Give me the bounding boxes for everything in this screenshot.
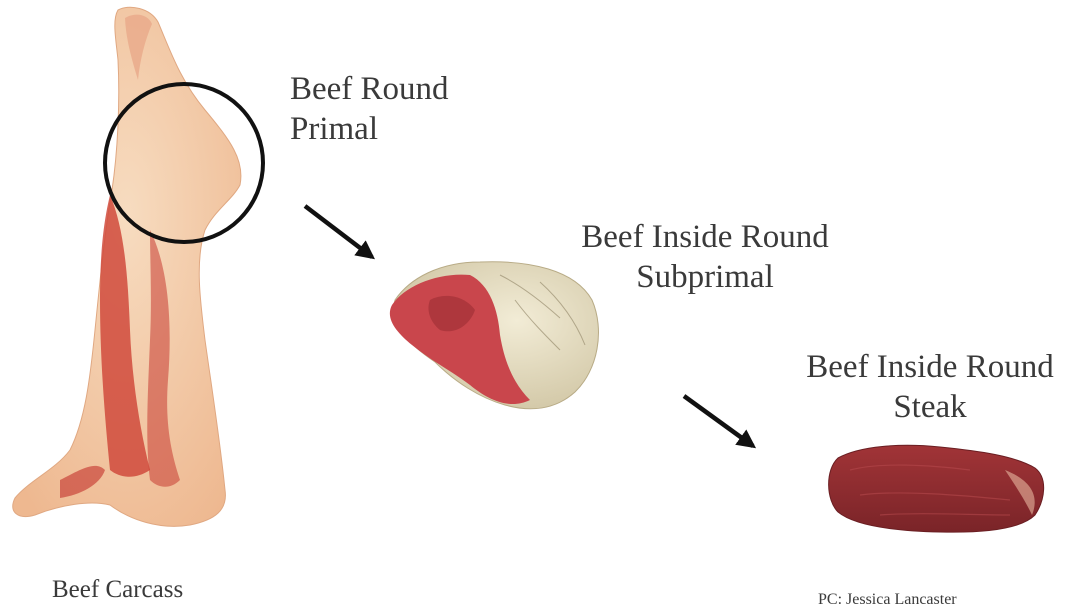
primal-label: Beef Round Primal: [290, 70, 449, 149]
photo-credit: PC: Jessica Lancaster: [818, 590, 957, 609]
subprimal-label-line2: Subprimal: [545, 258, 865, 298]
inside-round-steak-image: [829, 445, 1044, 532]
arrow-to-steak: [684, 396, 753, 446]
subprimal-label-line1: Beef Inside Round: [545, 218, 865, 258]
steak-label-line2: Steak: [780, 388, 1080, 428]
primal-label-line1: Beef Round: [290, 70, 449, 110]
carcass-label: Beef Carcass: [52, 575, 183, 605]
steak-label: Beef Inside Round Steak: [780, 348, 1080, 427]
steak-label-line1: Beef Inside Round: [780, 348, 1080, 388]
beef-carcass-image: [13, 7, 241, 526]
arrow-to-subprimal: [305, 206, 372, 257]
primal-label-line2: Primal: [290, 110, 449, 150]
subprimal-label: Beef Inside Round Subprimal: [545, 218, 865, 297]
